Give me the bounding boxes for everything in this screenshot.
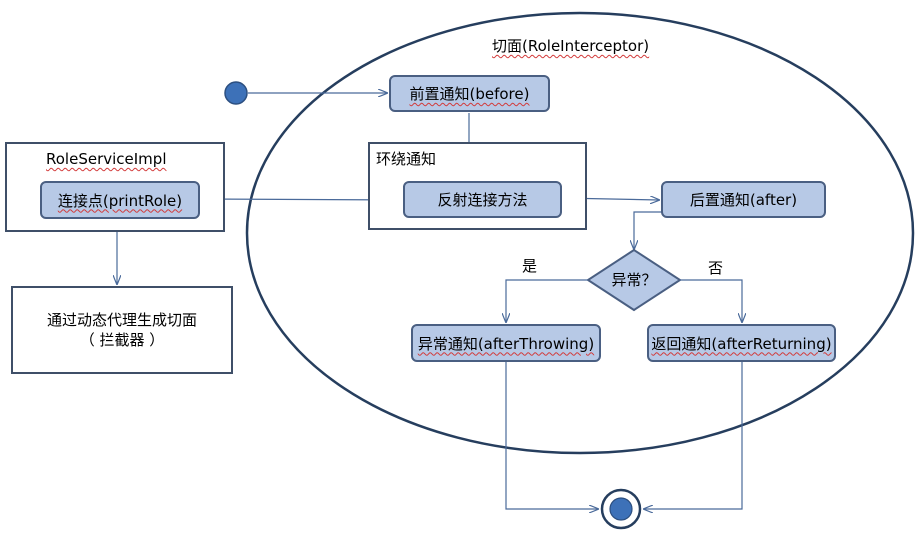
decision-diamond (586, 248, 682, 312)
edge-returning-end (644, 362, 743, 509)
aspect-title: 切面(RoleInterceptor) (492, 37, 650, 55)
join-point-node: 连接点(printRole) (40, 181, 200, 219)
reflect-node: 反射连接方法 (403, 181, 562, 218)
after-throwing-node: 异常通知(afterThrowing) (411, 324, 601, 362)
before-node: 前置通知(before) (389, 75, 550, 112)
end-node-inner (609, 497, 633, 521)
edge-decision-throwing (506, 279, 588, 322)
proxy-note-line1: 通过动态代理生成切面 (46, 311, 197, 329)
after-node: 后置通知(after) (661, 181, 826, 218)
edge-throwing-end (505, 362, 598, 509)
decision-label: 异常？ (611, 271, 657, 289)
edge-decision-returning (680, 279, 742, 322)
proxy-note-line2: （ 拦截器 ） (79, 331, 165, 349)
after-returning-node: 返回通知(afterReturning) (647, 324, 836, 362)
edge-after-decision (634, 211, 662, 249)
service-impl-title: RoleServiceImpl (46, 150, 167, 168)
aspect-ellipse (245, 11, 915, 455)
start-node (224, 81, 248, 105)
decision-yes-label: 是 (522, 257, 538, 275)
proxy-note-box (11, 286, 233, 374)
decision-no-label: 否 (708, 259, 724, 277)
around-title: 环绕通知 (376, 150, 437, 168)
